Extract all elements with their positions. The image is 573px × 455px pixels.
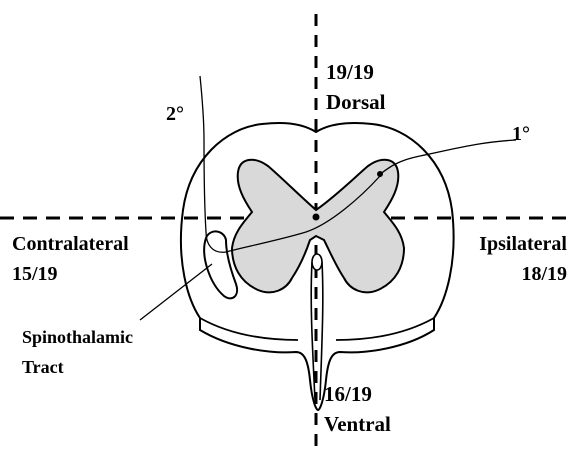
tract-pointer-line [140, 264, 212, 320]
contralateral-label: Contralateral [12, 234, 129, 254]
fissure-top [312, 254, 322, 270]
ventral-boundary-right [336, 318, 434, 340]
ipsilateral-count-label: 18/19 [521, 264, 567, 284]
gray-matter [232, 160, 404, 293]
dorsal-count-label: 19/19 [326, 62, 374, 83]
tract-label-line2: Tract [22, 358, 64, 376]
dorsal-label: Dorsal [326, 92, 386, 113]
secondary-neuron-label: 2° [166, 104, 184, 124]
ventral-label: Ventral [324, 414, 391, 435]
spinothalamic-tract-region [204, 231, 237, 298]
ipsilateral-label: Ipsilateral [479, 234, 567, 254]
primary-neuron-label: 1° [512, 124, 530, 144]
central-canal [313, 214, 320, 221]
ventral-count-label: 16/19 [324, 384, 372, 405]
tract-label-line1: Spinothalamic [22, 328, 133, 346]
contralateral-count-label: 15/19 [12, 264, 58, 284]
